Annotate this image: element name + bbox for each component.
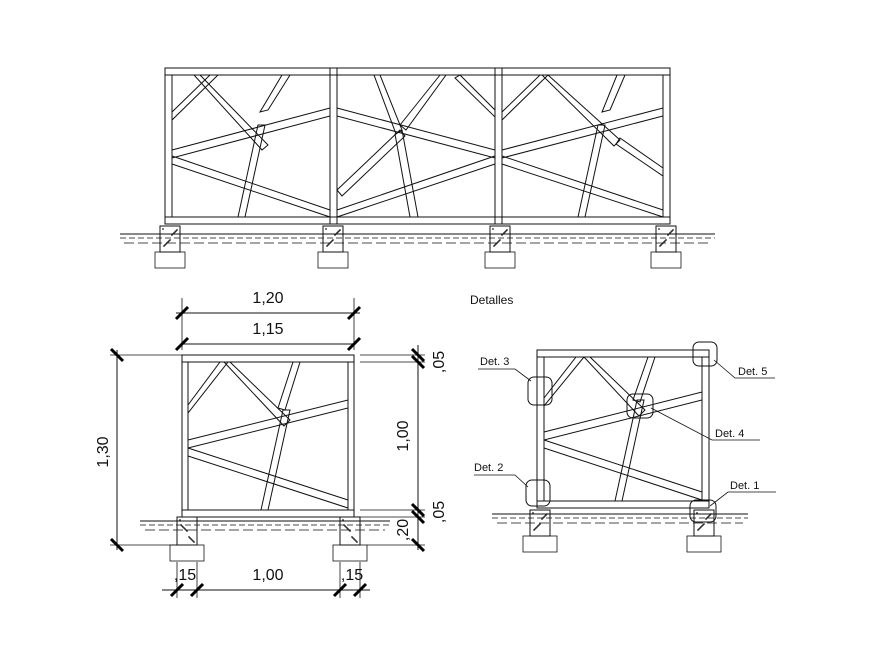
concrete-dot <box>667 234 669 236</box>
det2-marker <box>525 479 551 507</box>
det1-leader <box>709 491 776 507</box>
elevation-view <box>120 67 715 269</box>
concrete-dot <box>541 518 543 520</box>
elevation-bay-3 <box>501 74 664 218</box>
dim-inner-width: 1,15 <box>174 321 362 352</box>
concrete-dot <box>162 228 164 230</box>
concrete-dot <box>163 245 165 247</box>
concrete-dot <box>325 228 327 230</box>
dim-bottom-gap-label: ,05 <box>431 501 448 523</box>
concrete-dot <box>697 529 699 531</box>
concrete-dot <box>171 234 173 236</box>
concrete-dot <box>705 518 707 520</box>
elevation-bay-2 <box>336 74 496 218</box>
dim-span-label: 1,00 <box>252 567 283 584</box>
panel-frame <box>181 354 355 518</box>
det4-marker <box>626 393 654 419</box>
concrete-dot <box>532 512 534 514</box>
det4-leader <box>650 407 760 441</box>
dim-post-left-label: ,15 <box>174 567 196 584</box>
det2-leader <box>474 474 529 488</box>
concrete-dot <box>342 519 344 521</box>
elevation-frame <box>164 67 671 225</box>
concrete-dot <box>179 519 181 521</box>
details-title: Detalles <box>470 293 513 307</box>
dim-right-stack: ,05 1,00 ,05 ,20 <box>360 345 448 553</box>
concrete-dot <box>188 536 190 538</box>
concrete-dot <box>334 234 336 236</box>
concrete-dot <box>351 536 353 538</box>
concrete-dot <box>180 524 182 526</box>
dim-inner-width-label: 1,15 <box>252 321 283 338</box>
det3-label: Det. 3 <box>480 356 509 368</box>
elevation-bay-1 <box>171 74 331 218</box>
concrete-dot <box>501 234 503 236</box>
panel-dimension-view: 1,20 1,15 1,30 <box>95 290 448 598</box>
det2-label: Det. 2 <box>474 462 503 474</box>
footing-hatch <box>162 228 712 543</box>
dim-post-right-label: ,15 <box>341 567 363 584</box>
dim-base-height-label: ,20 <box>395 519 412 541</box>
concrete-dot <box>493 245 495 247</box>
det1-marker <box>689 499 717 523</box>
det5-marker <box>692 341 718 367</box>
concrete-dot <box>343 524 345 526</box>
det1-label: Det. 1 <box>730 480 759 492</box>
det5-leader <box>713 359 775 379</box>
ground-hatch-top <box>120 233 715 244</box>
det4-label: Det. 4 <box>715 428 744 440</box>
details-view: Detalles Det. 3 Det <box>470 293 776 553</box>
dim-bottom-row: ,15 1,00 ,15 <box>162 562 370 598</box>
dim-height-total-label: 1,30 <box>95 436 112 467</box>
dim-outer-width: 1,20 <box>174 290 362 350</box>
elevation-footings <box>154 225 682 269</box>
concrete-dot <box>696 512 698 514</box>
concrete-dot <box>492 228 494 230</box>
dim-outer-width-label: 1,20 <box>252 290 283 307</box>
dim-top-gap-label: ,05 <box>431 351 448 373</box>
det3-leader <box>478 368 532 382</box>
concrete-dot <box>326 245 328 247</box>
det3-marker <box>527 376 553 406</box>
concrete-dot <box>658 228 660 230</box>
concrete-dot <box>659 245 661 247</box>
dim-height-panel-label: 1,00 <box>395 420 412 451</box>
det5-label: Det. 5 <box>738 366 767 378</box>
dim-height-total: 1,30 <box>95 347 182 553</box>
concrete-dot <box>533 529 535 531</box>
details-frame <box>536 349 710 509</box>
